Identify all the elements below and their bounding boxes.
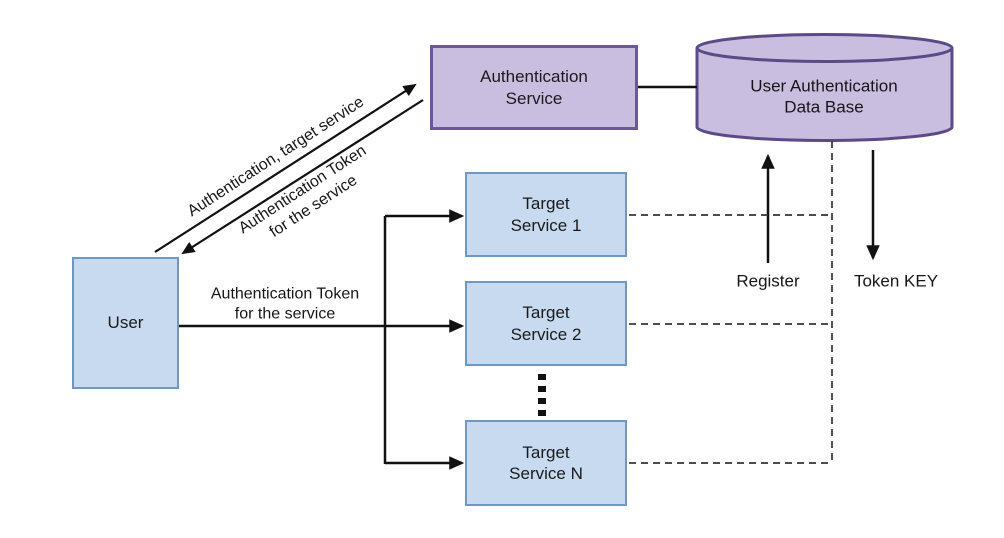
user-node: User (72, 257, 179, 389)
register-label: Register (736, 271, 800, 291)
token-key-label: Token KEY (853, 271, 939, 291)
auth-token-return-arrow (181, 99, 424, 255)
target-service-2-node: Target Service 2 (465, 281, 627, 366)
auth-service-node: Authentication Service (430, 45, 638, 130)
auth-token-forward-label: Authentication Token for the service (210, 285, 360, 322)
database-label: User Authentication Data Base (750, 76, 898, 116)
auth-request-arrow (154, 83, 417, 253)
target-service-1-node: Target Service 1 (465, 172, 627, 257)
target-service-n-node: Target Service N (465, 420, 627, 506)
database-cylinder (695, 33, 954, 142)
